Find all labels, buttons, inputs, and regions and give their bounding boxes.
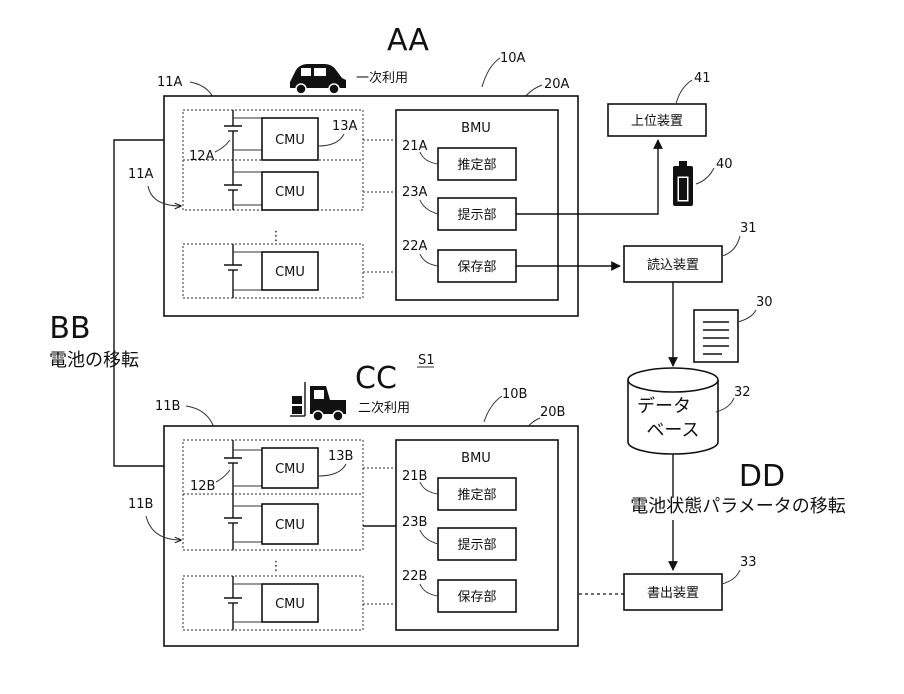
ellipsis-a: ⋮ [270, 229, 283, 244]
ref-10a: 10A [500, 51, 526, 66]
forklift-icon [290, 382, 346, 421]
label-aa: AA [387, 23, 429, 58]
cmu-label: CMU [275, 185, 305, 200]
ref-22b: 22B [402, 569, 427, 584]
document-icon [694, 310, 738, 362]
estimation-label: 推定部 [457, 158, 496, 173]
ref-33: 33 [740, 555, 757, 570]
ref-13b: 13B [328, 449, 353, 464]
bmu-label: BMU [461, 121, 491, 136]
cmu-label: CMU [275, 265, 305, 280]
label-primary-use: 一次利用 [356, 70, 408, 86]
cmu-label: CMU [275, 462, 305, 477]
label-s1: S1 [418, 353, 435, 368]
ref-23b: 23B [402, 515, 427, 530]
leader-10a [482, 58, 500, 87]
ref-12b: 12B [190, 479, 215, 494]
estimation-label: 推定部 [457, 488, 496, 503]
ref-40: 40 [716, 157, 733, 172]
reader-label: 読込装置 [647, 257, 699, 273]
battery-icon [673, 161, 693, 206]
leader-10b [484, 396, 502, 422]
ref-10b: 10B [502, 387, 527, 402]
bb-caption: 電池の移転 [49, 350, 139, 371]
database-label-line1: データ [637, 396, 691, 417]
label-bb: BB [49, 311, 90, 346]
leader-33 [722, 570, 740, 584]
ref-11b-top: 11B [155, 399, 180, 414]
bmu-label: BMU [461, 451, 491, 466]
ref-30: 30 [756, 295, 773, 310]
presentation-label: 提示部 [457, 207, 496, 223]
leader-40 [696, 168, 714, 184]
leader-31 [722, 236, 740, 256]
leader-30 [738, 310, 756, 322]
leader-41 [676, 80, 692, 104]
dd-caption: 電池状態パラメータの移転 [630, 496, 845, 517]
cmu-label: CMU [275, 597, 305, 612]
ref-22a: 22A [402, 239, 428, 254]
ref-41: 41 [694, 71, 711, 86]
ref-32: 32 [734, 385, 751, 400]
cmu-label: CMU [275, 133, 305, 148]
storage-label: 保存部 [457, 260, 496, 275]
ref-20a: 20A [544, 77, 570, 92]
ref-11b-side: 11B [128, 497, 153, 512]
presentation-label: 提示部 [457, 537, 496, 553]
database-label-line2: ベース [646, 420, 699, 441]
ref-20b: 20B [540, 405, 565, 420]
ref-21b: 21B [402, 469, 427, 484]
ref-21a: 21A [402, 139, 428, 154]
label-secondary-use: 二次利用 [358, 400, 410, 416]
cmu-label: CMU [275, 518, 305, 533]
host-device-label: 上位装置 [631, 114, 683, 129]
ref-23a: 23A [402, 185, 428, 200]
ellipsis-b: ⋮ [270, 559, 283, 574]
storage-label: 保存部 [457, 590, 496, 605]
ref-31: 31 [740, 221, 757, 236]
writer-label: 書出装置 [647, 586, 699, 601]
label-dd: DD [739, 459, 785, 494]
ref-12a: 12A [189, 149, 215, 164]
ref-13a: 13A [332, 119, 358, 134]
car-icon [290, 64, 346, 94]
ref-11a-top: 11A [157, 75, 183, 90]
ref-11a-side: 11A [128, 167, 154, 182]
label-cc: CC [355, 361, 397, 396]
